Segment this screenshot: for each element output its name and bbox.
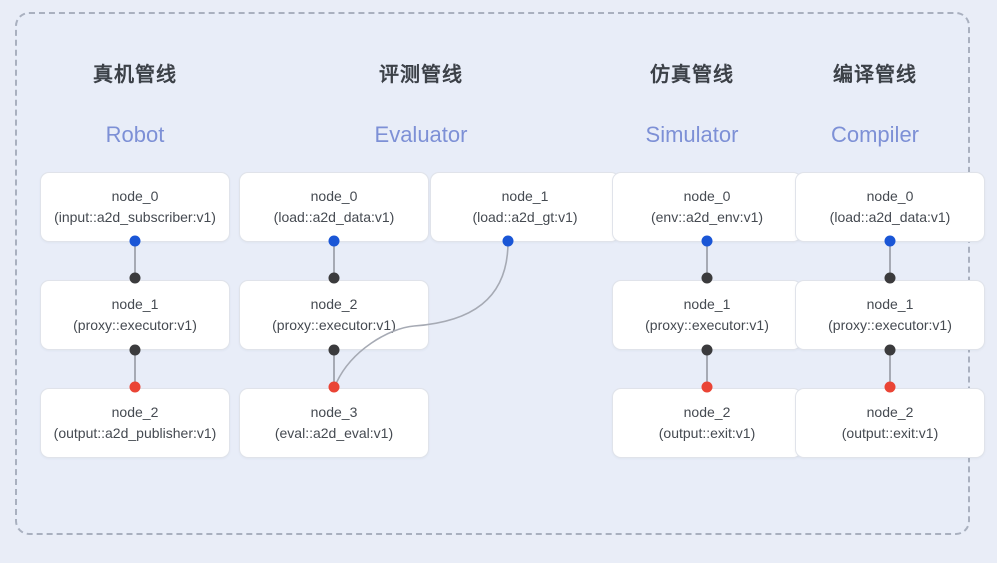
port-input[interactable] xyxy=(328,272,340,284)
node-card[interactable]: node_1 (load::a2d_gt:v1) xyxy=(430,172,620,242)
port-input[interactable] xyxy=(884,272,896,284)
node-type: (proxy::executor:v1) xyxy=(828,317,952,333)
port-input[interactable] xyxy=(129,381,141,393)
node-card[interactable]: node_0 (input::a2d_subscriber:v1) xyxy=(40,172,230,242)
edge-connector xyxy=(889,349,891,386)
node-type: (output::exit:v1) xyxy=(841,425,939,441)
port-output[interactable] xyxy=(328,344,340,356)
node-name: node_0 xyxy=(310,188,358,204)
node-type: (proxy::executor:v1) xyxy=(272,317,396,333)
node-name: node_1 xyxy=(683,296,731,312)
column-title-robot: 真机管线 xyxy=(93,64,177,86)
node-name: node_0 xyxy=(683,188,731,204)
node-name: node_2 xyxy=(111,404,159,420)
node-name: node_2 xyxy=(866,404,914,420)
port-input[interactable] xyxy=(328,381,340,393)
node-type: (load::a2d_data:v1) xyxy=(829,209,951,225)
node-card[interactable]: node_1 (proxy::executor:v1) xyxy=(795,280,985,350)
node-card[interactable]: node_3 (eval::a2d_eval:v1) xyxy=(239,388,429,458)
node-card[interactable]: node_2 (output::exit:v1) xyxy=(795,388,985,458)
node-card[interactable]: node_1 (proxy::executor:v1) xyxy=(612,280,802,350)
edge-connector xyxy=(706,241,708,278)
node-name: node_0 xyxy=(866,188,914,204)
node-name: node_2 xyxy=(683,404,731,420)
node-card[interactable]: node_1 (proxy::executor:v1) xyxy=(40,280,230,350)
node-card[interactable]: node_0 (env::a2d_env:v1) xyxy=(612,172,802,242)
node-type: (input::a2d_subscriber:v1) xyxy=(54,209,216,225)
node-card[interactable]: node_0 (load::a2d_data:v1) xyxy=(239,172,429,242)
port-input[interactable] xyxy=(701,381,713,393)
edge-connector xyxy=(333,349,335,386)
port-output[interactable] xyxy=(502,235,514,247)
node-type: (proxy::executor:v1) xyxy=(73,317,197,333)
node-name: node_2 xyxy=(310,296,358,312)
node-type: (output::a2d_publisher:v1) xyxy=(53,425,217,441)
port-input[interactable] xyxy=(129,272,141,284)
edge-connector xyxy=(134,349,136,386)
node-name: node_3 xyxy=(310,404,358,420)
node-type: (output::exit:v1) xyxy=(658,425,756,441)
port-output[interactable] xyxy=(328,235,340,247)
column-title-evaluator: 评测管线 xyxy=(379,64,463,86)
port-output[interactable] xyxy=(701,235,713,247)
node-type: (env::a2d_env:v1) xyxy=(650,209,764,225)
column-subtitle-evaluator: Evaluator xyxy=(374,122,468,147)
node-name: node_0 xyxy=(111,188,159,204)
edge-connector xyxy=(134,241,136,278)
port-output[interactable] xyxy=(884,344,896,356)
node-type: (load::a2d_data:v1) xyxy=(273,209,395,225)
port-output[interactable] xyxy=(701,344,713,356)
column-subtitle-simulator: Simulator xyxy=(645,122,739,147)
edge-connector xyxy=(706,349,708,386)
node-type: (load::a2d_gt:v1) xyxy=(472,209,578,225)
node-card[interactable]: node_0 (load::a2d_data:v1) xyxy=(795,172,985,242)
edge-connector xyxy=(889,241,891,278)
node-card[interactable]: node_2 (output::a2d_publisher:v1) xyxy=(40,388,230,458)
port-input[interactable] xyxy=(884,381,896,393)
node-name: node_1 xyxy=(866,296,914,312)
node-card[interactable]: node_2 (proxy::executor:v1) xyxy=(239,280,429,350)
column-subtitle-robot: Robot xyxy=(105,122,165,147)
column-subtitle-compiler: Compiler xyxy=(830,122,920,147)
column-title-simulator: 仿真管线 xyxy=(650,64,734,86)
node-name: node_1 xyxy=(501,188,549,204)
node-type: (proxy::executor:v1) xyxy=(645,317,769,333)
node-name: node_1 xyxy=(111,296,159,312)
column-title-compiler: 编译管线 xyxy=(833,64,917,86)
node-card[interactable]: node_2 (output::exit:v1) xyxy=(612,388,802,458)
edge-connector xyxy=(333,241,335,278)
port-output[interactable] xyxy=(884,235,896,247)
node-type: (eval::a2d_eval:v1) xyxy=(274,425,394,441)
port-input[interactable] xyxy=(701,272,713,284)
port-output[interactable] xyxy=(129,235,141,247)
port-output[interactable] xyxy=(129,344,141,356)
